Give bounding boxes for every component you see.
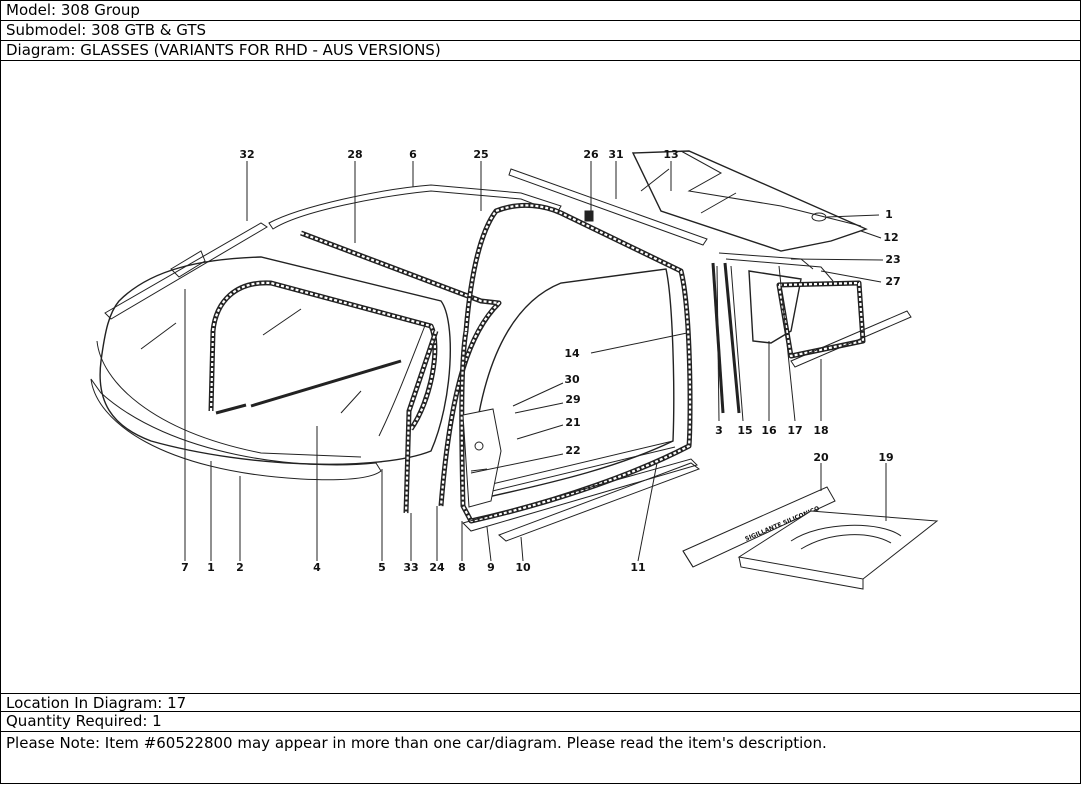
callout-15: 15	[737, 424, 752, 437]
sill-strip-9	[462, 458, 698, 532]
location-text: Location In Diagram: 17	[6, 694, 187, 712]
exploded-parts-diagram: SIGILLANTE SILICONICO	[1, 61, 1080, 694]
diagram-row: Diagram: GLASSES (VARIANTS FOR RHD - AUS…	[1, 41, 1080, 61]
vent-frame-23	[718, 252, 814, 270]
location-row: Location In Diagram: 17	[1, 693, 1080, 712]
callout-25: 25	[473, 148, 488, 161]
callout-12: 12	[883, 231, 898, 244]
vent-frame-27	[725, 258, 834, 282]
callout-18: 18	[813, 424, 828, 437]
top-strip-32	[104, 222, 268, 320]
door-glass	[478, 268, 675, 500]
callout-9: 9	[487, 561, 495, 574]
callout-29: 29	[565, 393, 580, 406]
vent-seal-17-dash	[777, 281, 865, 358]
windscreen-seal-dash	[209, 281, 437, 430]
front-trim-outer	[90, 378, 382, 481]
callout-19: 19	[878, 451, 893, 464]
model-row: Model: 308 Group	[1, 1, 1080, 21]
clip-26	[584, 210, 594, 222]
callout-8: 8	[458, 561, 466, 574]
callout-17: 17	[787, 424, 802, 437]
strip-31	[508, 168, 708, 246]
front-trim-inner	[96, 340, 362, 458]
windscreen-lower-strip-left	[215, 403, 247, 415]
callout-14: 14	[564, 347, 580, 360]
callout-11: 11	[630, 561, 645, 574]
callout-26: 26	[583, 148, 599, 161]
callout-6: 6	[409, 148, 417, 161]
a-pillar-seal-dash	[300, 231, 501, 507]
callout-labels: 32 28 6 25 26 31 13 1 12 23 27 14 30 29 …	[181, 148, 900, 574]
note-text: Please Note: Item #60522800 may appear i…	[6, 734, 827, 752]
sealant-tube-end	[682, 550, 694, 568]
callout-1-top: 1	[885, 208, 893, 221]
rear-window-frame	[680, 150, 862, 227]
callout-16: 16	[761, 424, 777, 437]
sealant-box-side	[738, 556, 864, 590]
rear-window-clip	[811, 212, 827, 222]
callout-28: 28	[347, 148, 362, 161]
quantity-text: Quantity Required: 1	[6, 712, 162, 730]
vent-glass-16	[748, 270, 802, 344]
rear-window-glare	[640, 168, 737, 214]
windscreen-reflection	[140, 308, 362, 414]
callout-30: 30	[564, 373, 580, 386]
regulator-plate	[462, 408, 502, 508]
callout-23: 23	[885, 253, 900, 266]
vent-strip-15	[723, 262, 741, 414]
submodel-row: Submodel: 308 GTB & GTS	[1, 21, 1080, 41]
callout-22: 22	[565, 444, 580, 457]
submodel-text: Submodel: 308 GTB & GTS	[6, 21, 207, 39]
callout-31: 31	[608, 148, 623, 161]
callout-7: 7	[181, 561, 189, 574]
callout-3: 3	[715, 424, 723, 437]
pillar-5	[378, 322, 427, 437]
callout-27: 27	[885, 275, 900, 288]
callout-20: 20	[813, 451, 829, 464]
note-row: Please Note: Item #60522800 may appear i…	[1, 732, 1080, 785]
callout-33: 33	[403, 561, 418, 574]
callout-1-bottom: 1	[207, 561, 215, 574]
sealant-box-rings	[790, 524, 902, 550]
callout-13: 13	[663, 148, 678, 161]
regulator-slot	[470, 468, 488, 472]
callout-32: 32	[239, 148, 254, 161]
door-glass-lower-rail	[470, 440, 676, 496]
callout-21: 21	[565, 416, 580, 429]
vent-strip-18	[790, 310, 912, 368]
callout-4: 4	[313, 561, 321, 574]
regulator-hole	[474, 441, 484, 451]
model-text: Model: 308 Group	[6, 1, 140, 19]
top-strip-7	[170, 250, 206, 278]
callout-10: 10	[515, 561, 531, 574]
windscreen-lower-strip	[250, 359, 402, 408]
callout-24: 24	[429, 561, 445, 574]
pillar-33-dash	[404, 330, 438, 514]
leader-lines	[184, 161, 887, 562]
diagram-drawing: SIGILLANTE SILICONICO	[90, 148, 939, 590]
sealant-box	[737, 510, 939, 580]
door-frame-seal-dash	[460, 204, 692, 523]
quantity-row: Quantity Required: 1	[1, 712, 1080, 732]
callout-2: 2	[236, 561, 244, 574]
diagram-title: Diagram: GLASSES (VARIANTS FOR RHD - AUS…	[6, 41, 441, 59]
callout-5: 5	[378, 561, 386, 574]
sill-strip-10	[498, 462, 701, 542]
